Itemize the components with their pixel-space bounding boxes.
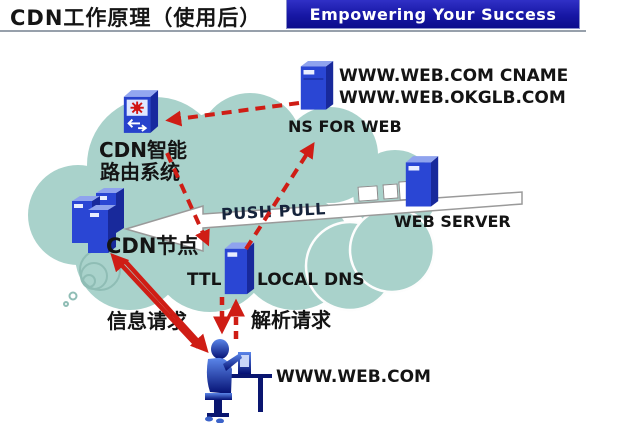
resolve-request-label: 解析请求: [251, 308, 331, 332]
title-divider: [0, 30, 586, 32]
cname-label-line2: WWW.WEB.OKGLB.COM: [339, 88, 566, 108]
banner: Empowering Your Success: [286, 0, 580, 29]
cname-label-line1: WWW.WEB.COM CNAME: [339, 66, 569, 86]
cdn-router-label-line2: 路由系统: [100, 160, 180, 184]
web-server-label: WEB SERVER: [394, 212, 511, 231]
page-title: CDN工作原理（使用后）: [10, 6, 262, 30]
dns-server-icon: [299, 61, 335, 115]
ttl-label: TTL: [187, 270, 222, 290]
data-packet: [382, 183, 399, 200]
info-request-label: 信息请求: [107, 309, 187, 333]
arrow-ns-to-router: [165, 101, 300, 127]
ns-for-web-label: NS FOR WEB: [288, 117, 402, 136]
local-dns-server-icon: [223, 242, 255, 300]
arrow-localdns-to-ns: [244, 141, 315, 251]
web-server-icon: [404, 156, 440, 212]
banner-slogan: Empowering Your Success: [309, 4, 557, 24]
local-dns-label: LOCAL DNS: [257, 270, 365, 290]
cdn-node-servers-icon: [68, 185, 130, 255]
push-pull-label: PUSH PULL: [220, 199, 327, 224]
www-web-com-label: WWW.WEB.COM: [276, 367, 431, 387]
data-packet: [357, 185, 379, 202]
cdn-node-label: CDN节点: [106, 234, 199, 258]
user-at-computer-icon: [193, 337, 275, 423]
cdn-router-icon: [121, 87, 159, 137]
